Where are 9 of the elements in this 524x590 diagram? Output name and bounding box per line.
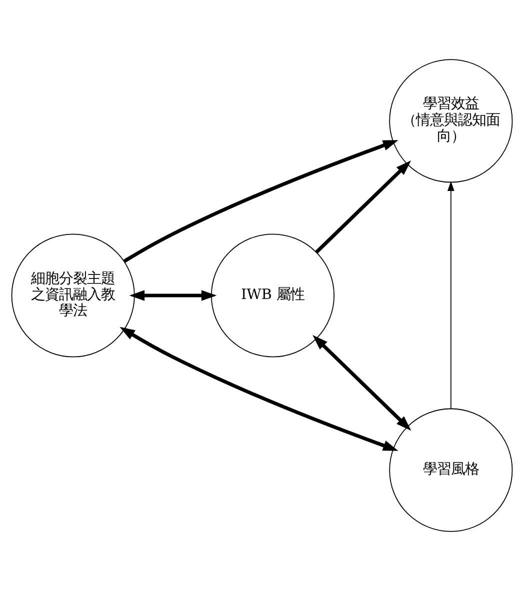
- node-circle: 學習效益（情意與認知面向）: [389, 58, 513, 182]
- node-circle: 學習風格: [389, 408, 513, 532]
- arrow: [129, 290, 217, 300]
- arrow: [315, 160, 412, 254]
- arrow: [120, 326, 398, 450]
- arrow: [312, 334, 412, 430]
- arrow: [123, 140, 398, 262]
- node-circle: IWB 屬性: [210, 233, 335, 357]
- arrow: [447, 180, 454, 409]
